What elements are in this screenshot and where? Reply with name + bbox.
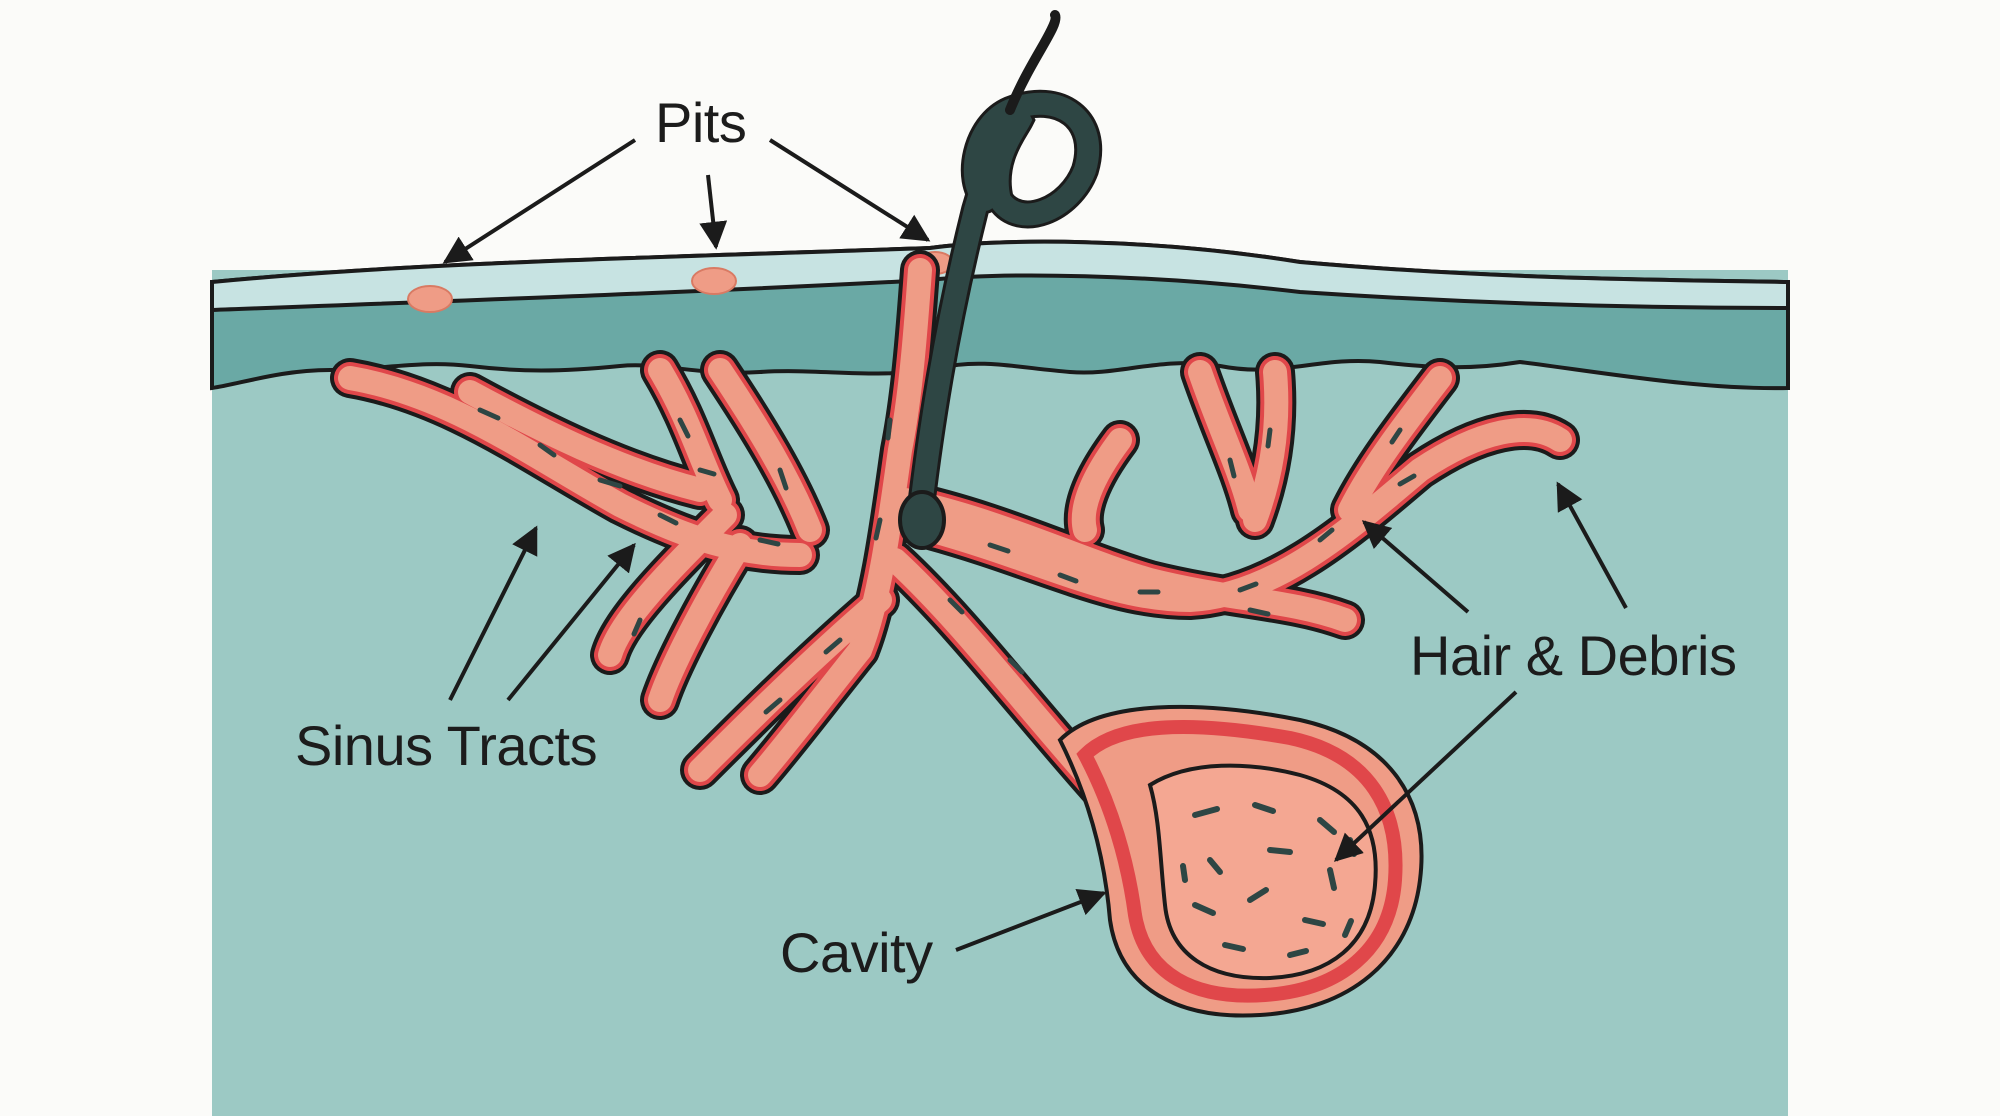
arrow-sinus-left	[448, 525, 538, 701]
pit-left	[407, 285, 453, 313]
cavity-inflamed-rim	[1076, 719, 1403, 1003]
label-cavity: Cavity	[780, 921, 933, 984]
hair-root	[898, 490, 946, 550]
label-pits: Pits	[655, 91, 747, 154]
arrow-cavity	[955, 888, 1107, 952]
pointer-arrows	[442, 138, 1628, 952]
arrow-sinus-right	[506, 542, 636, 702]
sinus-tract-network	[330, 250, 1580, 810]
arrow-pits-middle	[699, 174, 728, 250]
cavity	[1057, 704, 1424, 1018]
arrow-hair-cavity	[1333, 690, 1518, 862]
label-sinus-tracts: Sinus Tracts	[295, 714, 598, 777]
label-hair-debris: Hair & Debris	[1410, 624, 1737, 687]
epidermis-layer	[210, 239, 1790, 313]
arrow-pits-left	[442, 138, 637, 264]
arrow-hair-left	[1361, 520, 1470, 614]
arrow-hair-right	[1556, 481, 1628, 609]
pit-middle	[691, 267, 737, 295]
hair-shaft	[898, 10, 1103, 550]
arrow-pits-right	[768, 138, 931, 242]
